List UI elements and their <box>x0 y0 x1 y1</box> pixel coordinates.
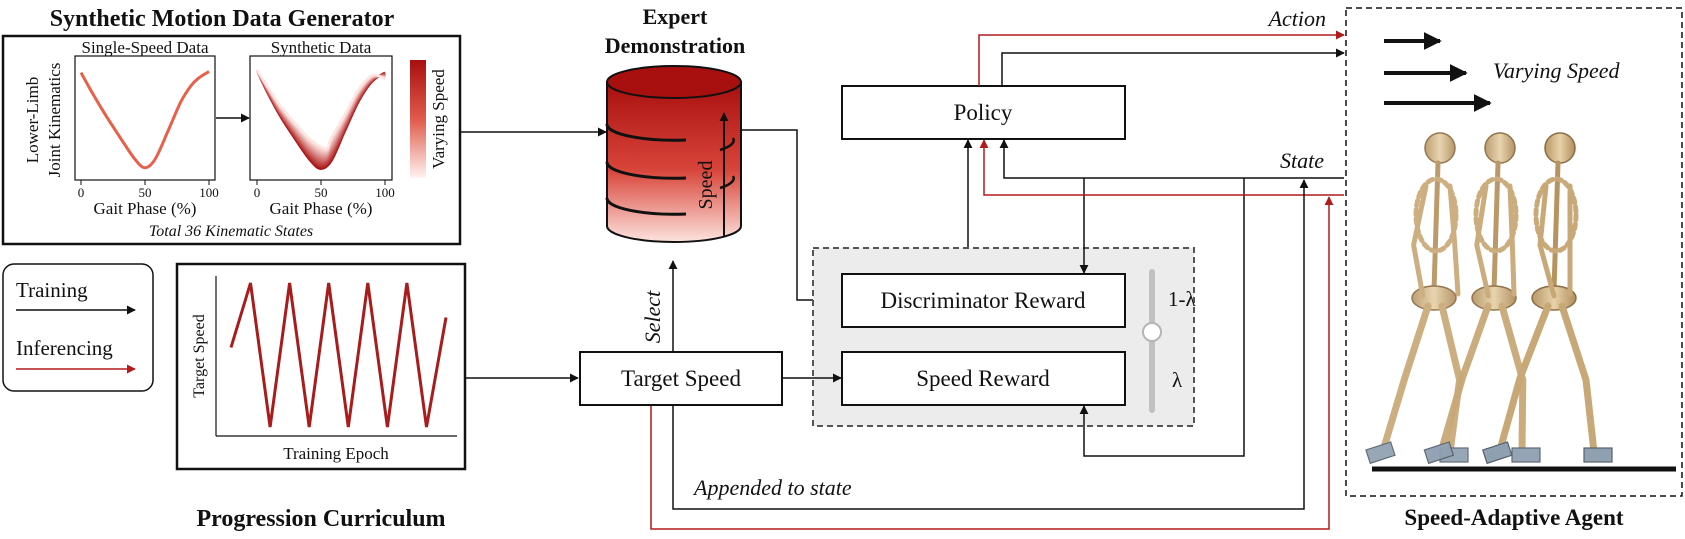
appended-label: Appended to state <box>692 475 852 500</box>
edge-action-training <box>1001 48 1345 86</box>
plot1-frame <box>74 55 216 181</box>
expert-title-line2: Demonstration <box>605 33 746 58</box>
weight-bottom-label: λ <box>1172 368 1183 392</box>
expert-title-line1: Expert <box>643 4 708 29</box>
plot1-x-ticks: 0 50 100 <box>78 180 219 200</box>
x-tick-label: 50 <box>315 185 328 200</box>
target-speed-label: Target Speed <box>621 366 741 391</box>
x-tick-label: 100 <box>375 185 395 200</box>
colorbar <box>410 60 426 178</box>
generator-panel <box>1 34 462 246</box>
curriculum-series-line <box>229 282 448 428</box>
plot2-title: Synthetic Data <box>271 38 372 57</box>
agent-title: Speed-Adaptive Agent <box>1404 505 1623 530</box>
ylabel-line1: Lower-Limb <box>23 77 42 164</box>
policy-node <box>841 85 1126 140</box>
legend-training-label: Training <box>16 278 88 302</box>
expert-database-cylinder <box>605 65 742 243</box>
plot2-x-ticks: 0 50 100 <box>254 180 395 200</box>
plot1-title: Single-Speed Data <box>82 38 209 57</box>
plot1-xlabel: Gait Phase (%) <box>94 199 197 218</box>
action-label: Action <box>1267 6 1326 31</box>
curriculum-ylabel: Target Speed <box>191 314 208 397</box>
state-label: State <box>1280 148 1324 173</box>
generator-footer: Total 36 Kinematic States <box>149 223 313 240</box>
speed-reward-label: Speed Reward <box>916 366 1050 391</box>
legend-inferencing-label: Inferencing <box>16 336 113 360</box>
speed-reward-node <box>841 351 1126 406</box>
plot2-xlabel: Gait Phase (%) <box>270 199 373 218</box>
synthetic-curve <box>256 69 386 150</box>
x-tick-label: 50 <box>139 185 152 200</box>
walking-skeletons-image <box>1365 132 1676 472</box>
discriminator-reward-label: Discriminator Reward <box>880 288 1086 313</box>
policy-label: Policy <box>954 100 1013 125</box>
weight-top-label: 1-λ <box>1168 287 1196 311</box>
legend-box <box>2 263 154 392</box>
weight-slider-knob <box>1142 322 1162 342</box>
discriminator-reward-node <box>841 273 1126 328</box>
edge-appended-inferencing <box>650 196 1334 530</box>
curriculum-title: Progression Curriculum <box>196 506 445 532</box>
edge-state-to-speed-reward <box>1079 178 1245 457</box>
plot2-synthetic-curves <box>256 69 386 170</box>
curriculum-panel <box>175 262 467 471</box>
select-label: Select <box>640 290 665 343</box>
expert-speed-label: Speed <box>695 161 717 210</box>
ylabel-kinematics: Lower-Limb Joint Kinematics <box>23 63 64 178</box>
x-tick-label: 0 <box>254 185 261 200</box>
ylabel-line2: Joint Kinematics <box>45 63 64 178</box>
x-tick-label: 0 <box>78 185 85 200</box>
edge-appended-training <box>672 179 1309 510</box>
edge-action-inferencing <box>978 30 1345 86</box>
curriculum-xlabel: Training Epoch <box>283 444 389 463</box>
edge-state-inferencing <box>979 139 1344 196</box>
x-tick-label: 100 <box>199 185 219 200</box>
target-speed-node <box>579 351 783 406</box>
agent-speed-label: Varying Speed <box>1493 58 1620 83</box>
plot1-series-curve <box>79 70 210 170</box>
agent-panel <box>1345 7 1683 497</box>
colorbar-label: Varying Speed <box>429 69 448 169</box>
generator-title: Synthetic Motion Data Generator <box>50 6 395 32</box>
edge-state-to-policy <box>999 139 1344 179</box>
